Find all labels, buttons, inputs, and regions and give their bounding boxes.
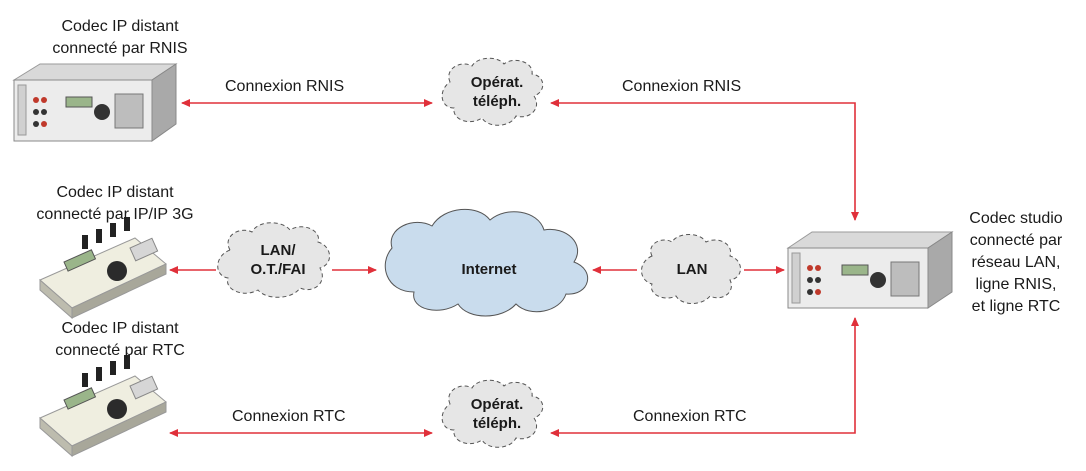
connection-pstn-left: Connexion RTC bbox=[232, 408, 346, 425]
label-studio-line3: réseau LAN, bbox=[971, 254, 1061, 271]
connection-isdn-left: Connexion RNIS bbox=[225, 78, 345, 95]
label-remote-isdn: Codec IP distant connecté par RNIS bbox=[20, 16, 220, 60]
rack-codec-remote-isdn bbox=[12, 63, 178, 142]
cloud-lan-line1: LAN bbox=[676, 261, 708, 278]
cloud-operator-bottom-line1: Opérat. bbox=[470, 396, 524, 413]
cloud-lan bbox=[641, 234, 741, 304]
connection-isdn-right: Connexion RNIS bbox=[622, 78, 742, 95]
label-studio-line5: et ligne RTC bbox=[971, 298, 1061, 315]
label-studio-line2: connecté par bbox=[969, 232, 1063, 249]
cloud-internet bbox=[384, 208, 589, 317]
desk-codec-remote-ip bbox=[39, 217, 167, 320]
cloud-operator-top-line1: Opérat. bbox=[470, 74, 524, 91]
label-remote-pstn: Codec IP distant connecté par RTC bbox=[20, 318, 220, 362]
cloud-internet-label: Internet bbox=[424, 260, 554, 279]
label-remote-ip-line1: Codec IP distant bbox=[56, 184, 174, 201]
label-studio-line4: ligne RNIS, bbox=[975, 276, 1057, 293]
cloud-lan-isp-line2: O.T./FAI bbox=[250, 261, 306, 278]
cloud-lan-isp-label: LAN/ O.T./FAI bbox=[228, 241, 328, 279]
arrow-pstn-right bbox=[550, 317, 859, 437]
cloud-operator-bottom-label: Opérat. téléph. bbox=[452, 395, 542, 433]
cloud-lan-isp bbox=[217, 222, 330, 298]
cloud-operator-top bbox=[441, 57, 544, 126]
cloud-operator-bottom-line2: téléph. bbox=[472, 415, 522, 432]
desk-codec-remote-pstn bbox=[39, 355, 167, 458]
rack-codec-studio bbox=[786, 231, 954, 309]
connection-pstn-right: Connexion RTC bbox=[633, 408, 747, 425]
label-remote-pstn-line2: connecté par RTC bbox=[55, 342, 185, 359]
label-remote-ip: Codec IP distant connecté par IP/IP 3G bbox=[10, 182, 220, 226]
label-studio: Codec studio connecté par réseau LAN, li… bbox=[950, 208, 1082, 318]
cloud-internet-line1: Internet bbox=[461, 261, 517, 278]
cloud-operator-top-label: Opérat. téléph. bbox=[452, 73, 542, 111]
label-remote-isdn-line2: connecté par RNIS bbox=[52, 40, 188, 57]
cloud-lan-label: LAN bbox=[652, 260, 732, 279]
label-remote-pstn-line1: Codec IP distant bbox=[61, 320, 179, 337]
cloud-operator-bottom bbox=[441, 379, 544, 448]
cloud-lan-isp-line1: LAN/ bbox=[260, 242, 296, 259]
label-remote-ip-line2: connecté par IP/IP 3G bbox=[36, 206, 194, 223]
arrow-isdn-right bbox=[550, 99, 859, 221]
label-studio-line1: Codec studio bbox=[969, 210, 1063, 227]
label-remote-isdn-line1: Codec IP distant bbox=[61, 18, 179, 35]
cloud-operator-top-line2: téléph. bbox=[472, 93, 522, 110]
